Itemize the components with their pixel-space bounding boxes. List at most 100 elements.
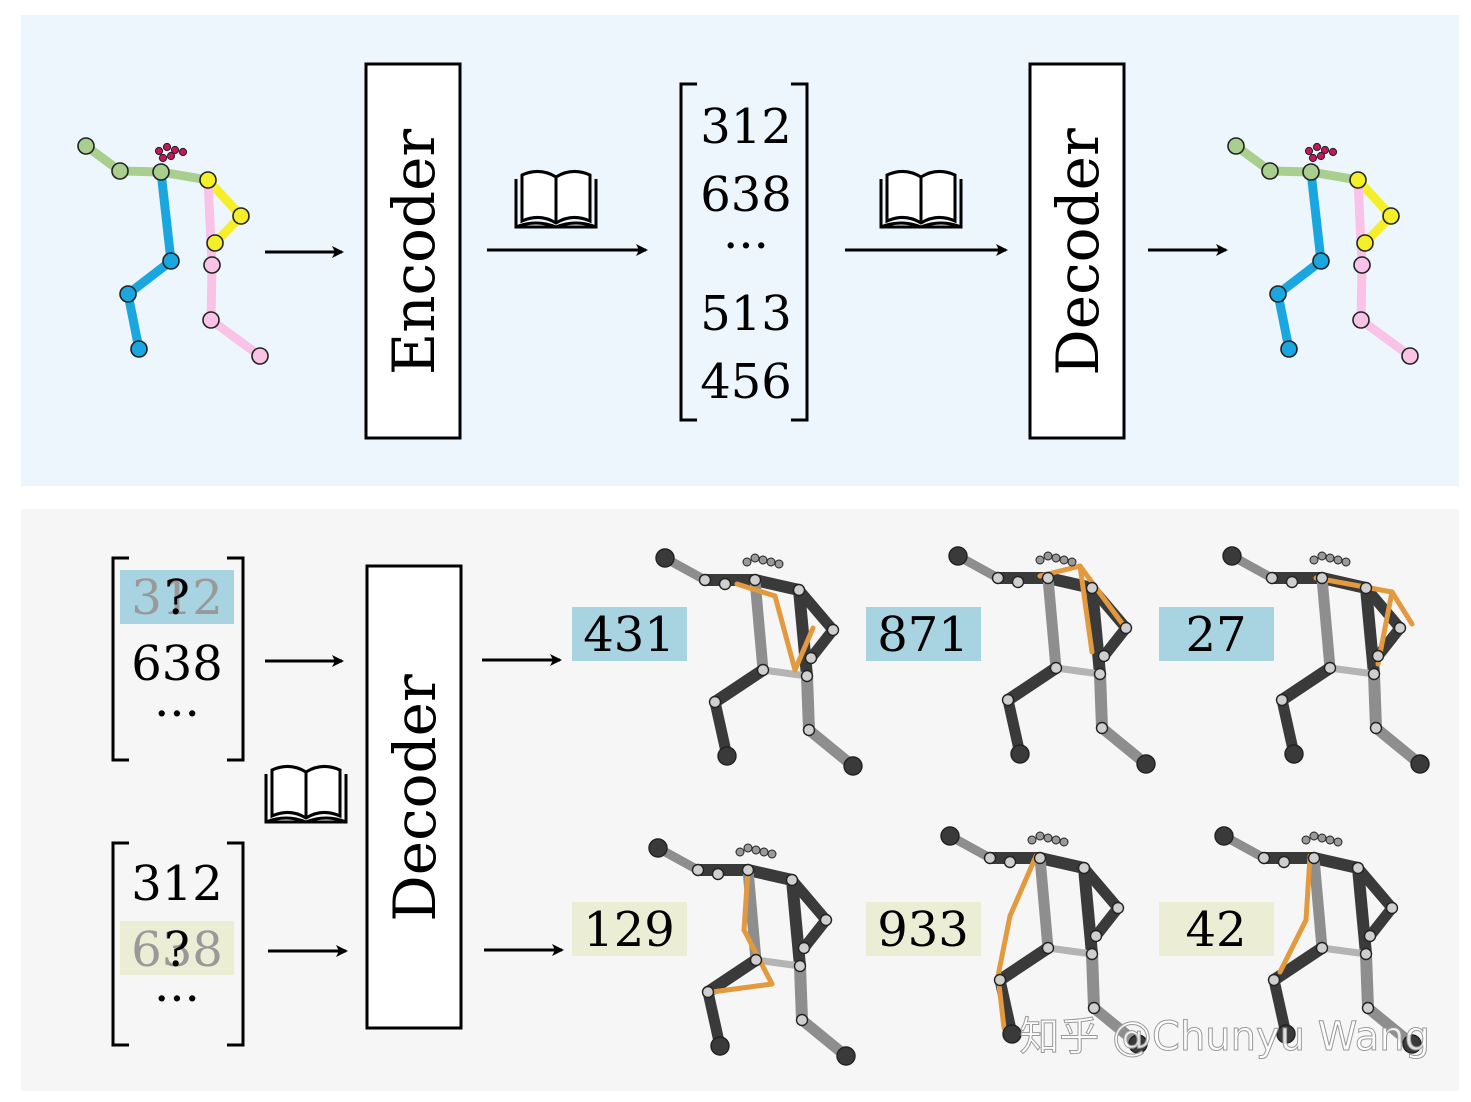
skeleton-bone [749,574,805,596]
skeleton-joint [741,863,755,877]
watermark: 知乎 @Chunyu Wang [1019,1014,1430,1060]
token-ellipsis: ··· [154,971,200,1027]
skeleton-head-point [1027,835,1037,845]
skeleton-joint [152,163,170,181]
skeleton-bone [1368,668,1382,734]
skeleton-bone [1276,662,1336,706]
skeleton-joint [1352,311,1370,329]
skeleton-joint [1128,1034,1148,1054]
skeleton-head-point [1043,551,1053,561]
masked-token-highlight [120,570,234,624]
skeleton-joint [203,256,221,274]
skeleton-joint [749,953,763,967]
skeleton-joint [1111,901,1125,915]
varied-limb [1303,853,1313,923]
skeleton-joint [1136,754,1156,774]
skeleton-bone [1356,315,1415,361]
token-0: 312 [700,99,792,155]
skeleton-joint [1361,1001,1375,1015]
skeleton-bone [742,864,798,886]
varied-limb [792,625,816,673]
skeleton-joint [701,985,715,999]
skeleton-head-point [1309,831,1319,841]
skeleton-head-point [162,142,172,152]
skeleton-joint [708,695,722,709]
token-1: 638 [700,167,792,223]
skeleton-joint [983,851,997,865]
skeleton-head-point [758,555,768,565]
skeleton-bone [1078,862,1098,960]
skeleton-joint [1010,744,1030,764]
skeleton-joint [748,573,762,587]
skeleton-joint [232,207,250,225]
candidate-highlight [572,607,687,661]
skeleton-bone [1360,948,1374,1014]
skeleton-joint [1267,973,1281,987]
skeleton-joint [202,311,220,329]
skeleton-head-point [766,557,776,567]
varied-limb [709,981,775,995]
skeleton-head-point [1035,555,1045,565]
skeleton-bone [1052,664,1104,678]
skeleton-joint [718,577,732,591]
skeleton-joint [1222,546,1242,566]
skeleton-head-point [1308,153,1318,163]
skeleton-joint [711,867,725,881]
skeleton-joint [804,651,818,665]
skeleton-bone [1308,852,1328,954]
skeleton-joint [1214,826,1234,846]
skeleton-joint [948,546,968,566]
skeleton-joint [1349,171,1367,189]
skeleton-bone [1356,260,1367,325]
skeleton-joint [785,873,799,887]
masked-token: 312 [131,570,223,626]
skeleton-joint [1315,571,1329,585]
candidate-token: 129 [583,902,675,958]
skeleton-joint [710,1036,730,1056]
skeleton-joint [1312,252,1330,270]
skeleton-bone [206,315,265,361]
skeleton-head-point [774,559,784,569]
skeleton-joint [792,583,806,597]
skeleton-head-point [1320,145,1330,155]
encoder-label: Encoder [380,129,448,376]
skeleton-bone [709,664,769,708]
skeleton-head-point [1051,553,1061,563]
skeleton-head-point [1309,555,1319,565]
skeleton-joint [1307,851,1321,865]
token-0: 312 [131,856,223,912]
skeleton-joint [1261,162,1279,180]
skeleton-head-point [1328,147,1338,157]
varied-limb [995,913,1013,979]
mask-mark: ? [164,922,190,978]
candidate-highlight [572,902,687,956]
skeleton-joint [1371,649,1385,663]
input-pose-skeleton [77,137,269,365]
skeleton-joint [756,663,770,677]
skeleton-joint [111,162,129,180]
candidate-pose-skeleton [655,548,863,776]
skeleton-bone [1360,582,1380,680]
skeleton-joint [1257,851,1271,865]
skeleton-joint [698,573,712,587]
skeleton-joint [1367,667,1381,681]
token-4: 456 [700,354,792,410]
skeleton-bone [1034,852,1090,874]
skeleton-bone [1273,256,1326,299]
skeleton-bone [1268,942,1328,986]
skeleton-joint [717,746,737,766]
skeleton-joint [1119,621,1133,635]
skeleton-joint [1323,661,1337,675]
candidate-poses [648,546,1430,1066]
skeleton-joint [795,1013,809,1027]
skeleton-joint [1011,575,1025,589]
skeleton-head-point [170,145,180,155]
candidate-highlight [866,902,981,956]
skeleton-joint [1041,941,1055,955]
skeleton-joint [1315,941,1329,955]
skeleton-bone [123,256,176,299]
skeleton-bone [801,670,815,736]
skeleton-joint [1351,861,1365,875]
skeleton-joint [991,571,1005,585]
skeleton-joint [162,252,180,270]
